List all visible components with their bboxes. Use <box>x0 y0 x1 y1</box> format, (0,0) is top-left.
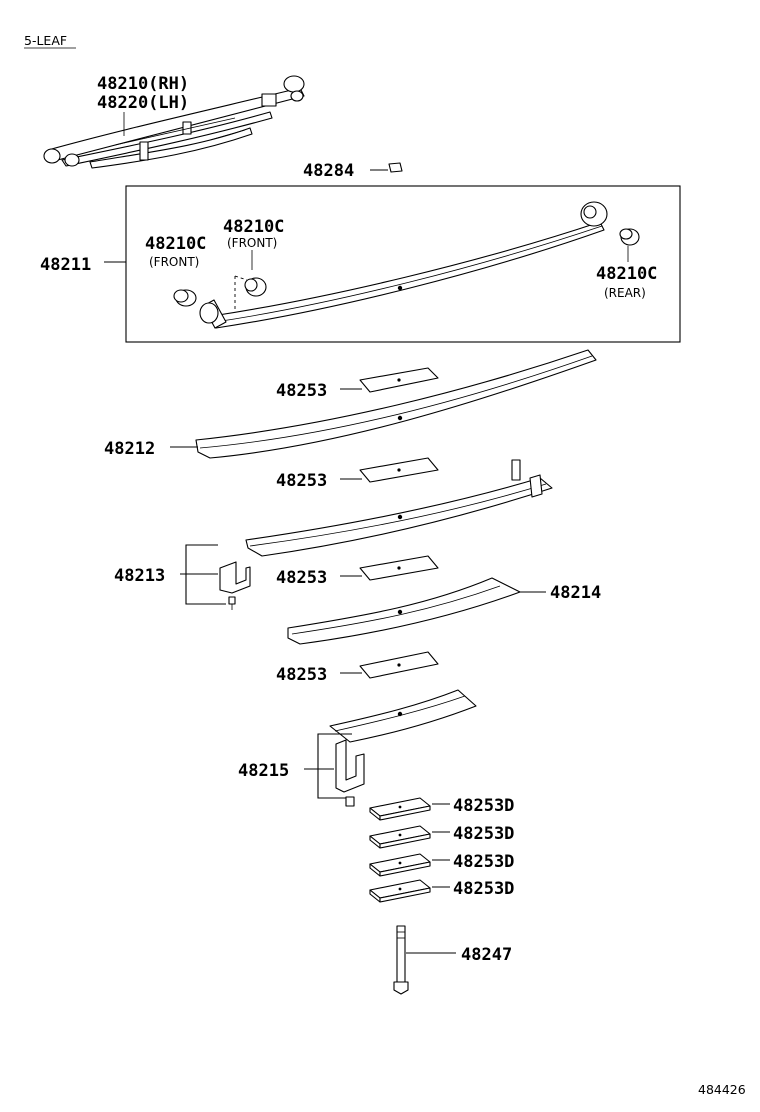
clip-48213-part <box>219 561 251 610</box>
bushing-front-a-part <box>173 289 197 307</box>
callout-48253-1: 48253 <box>276 381 327 401</box>
leaf-no1-part <box>199 201 608 329</box>
spacer-48253d-3-part <box>369 853 431 877</box>
callout-48253-3: 48253 <box>276 568 327 588</box>
bushing-front-b-part <box>244 277 267 297</box>
spring-assembly-illustration <box>43 75 305 169</box>
callout-48214: 48214 <box>550 583 601 603</box>
diagram-id: 484426 <box>698 1082 746 1097</box>
callout-48220-lh: 48220(LH) <box>97 93 189 113</box>
leaf-48214-part <box>287 577 521 645</box>
callout-48247: 48247 <box>461 945 512 965</box>
center-bolt-48247-part <box>393 925 409 995</box>
callout-48210-rh: 48210(RH) <box>97 74 189 94</box>
note-48210c-front-b: (FRONT) <box>227 236 277 250</box>
spacer-48253d-2-part <box>369 825 431 849</box>
callout-48210c-front-b: 48210C <box>223 217 284 237</box>
leaf-no1-group-box <box>125 185 681 343</box>
bushing-rear-part <box>619 228 640 246</box>
callout-48211: 48211 <box>40 255 91 275</box>
callout-48284: 48284 <box>303 161 354 181</box>
callout-48210c-front-a: 48210C <box>145 234 206 254</box>
leaf-no4-part <box>329 689 477 743</box>
bracket-48215 <box>317 733 352 799</box>
callout-48210c-rear: 48210C <box>596 264 657 284</box>
callout-48215: 48215 <box>238 761 289 781</box>
variant-label: 5-LEAF <box>24 33 67 48</box>
note-48210c-front-a: (FRONT) <box>149 255 199 269</box>
spacer-48253d-4-part <box>369 879 431 903</box>
callout-48253d-4: 48253D <box>453 879 514 899</box>
note-48210c-rear: (REAR) <box>604 286 646 300</box>
assembly-dashline-2 <box>234 275 248 281</box>
callout-48253d-2: 48253D <box>453 824 514 844</box>
spacer-48253d-1-part <box>369 797 431 821</box>
clip-48284-part <box>388 162 403 173</box>
callout-48253-2: 48253 <box>276 471 327 491</box>
leaf-no3-upper-part <box>245 459 553 557</box>
callout-48212: 48212 <box>104 439 155 459</box>
callout-48253d-3: 48253D <box>453 852 514 872</box>
callout-48213: 48213 <box>114 566 165 586</box>
callout-48253-4: 48253 <box>276 665 327 685</box>
clip-48215-part <box>335 739 365 807</box>
leaf-no2-part <box>195 349 597 459</box>
callout-48253d-1: 48253D <box>453 796 514 816</box>
